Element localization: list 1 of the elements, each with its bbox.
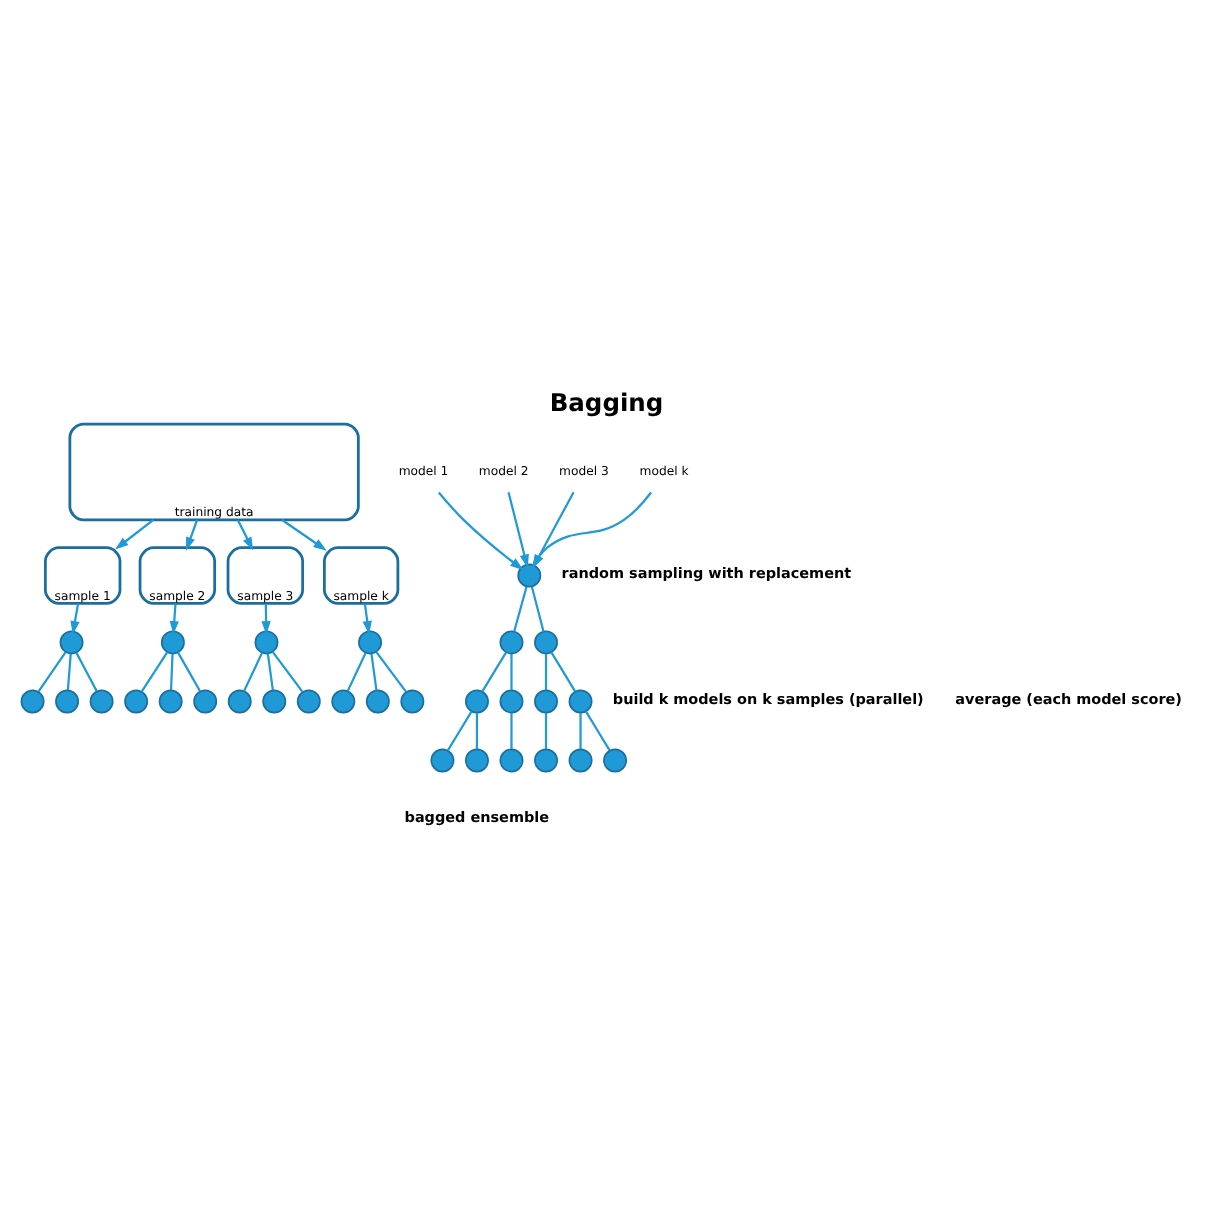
diagram-title: Bagging — [549, 389, 664, 418]
